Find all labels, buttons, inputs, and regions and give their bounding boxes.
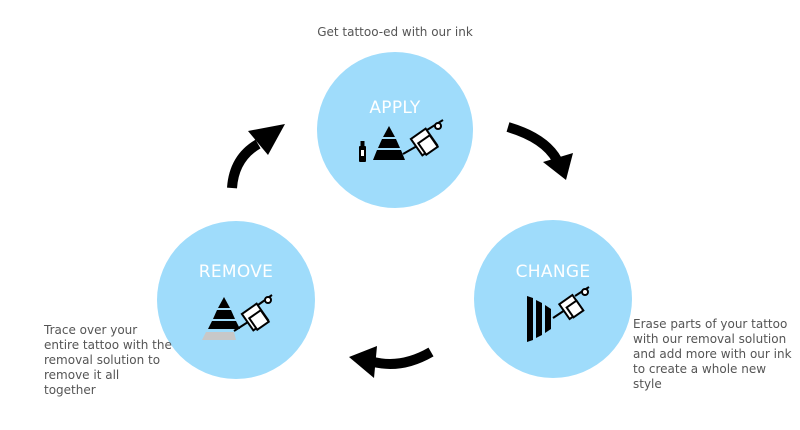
change-circle — [474, 220, 632, 378]
pyramid-icon — [202, 297, 240, 340]
ink-bottle-pyramid-tattoo-machine-icon — [359, 119, 444, 162]
apply-circle — [317, 52, 473, 208]
change-caption: Erase parts of your tattoo with our remo… — [633, 317, 792, 391]
tattoo-machine-icon — [402, 119, 444, 157]
arrow-apply-to-change — [506, 122, 573, 180]
arrow-remove-to-apply — [227, 124, 285, 189]
apply-label: APPLY — [369, 98, 421, 118]
tattoo-machine-icon — [233, 294, 273, 332]
ink-bottle-icon — [359, 141, 366, 162]
tattoo-machine-icon — [552, 286, 590, 321]
change-label: CHANGE — [515, 262, 591, 282]
remove-caption: Trace over your entire tattoo with the r… — [44, 323, 172, 397]
pyramid-tattoo-machine-icon — [202, 294, 273, 340]
arrow-change-to-remove — [349, 346, 434, 378]
sliced-pyramid-icon — [527, 296, 551, 342]
pyramid-icon — [373, 126, 405, 160]
apply-caption: Get tattoo-ed with our ink — [317, 25, 473, 39]
sliced-pyramid-tattoo-machine-icon — [527, 286, 590, 342]
remove-label: REMOVE — [198, 262, 274, 282]
remove-circle — [157, 221, 315, 379]
